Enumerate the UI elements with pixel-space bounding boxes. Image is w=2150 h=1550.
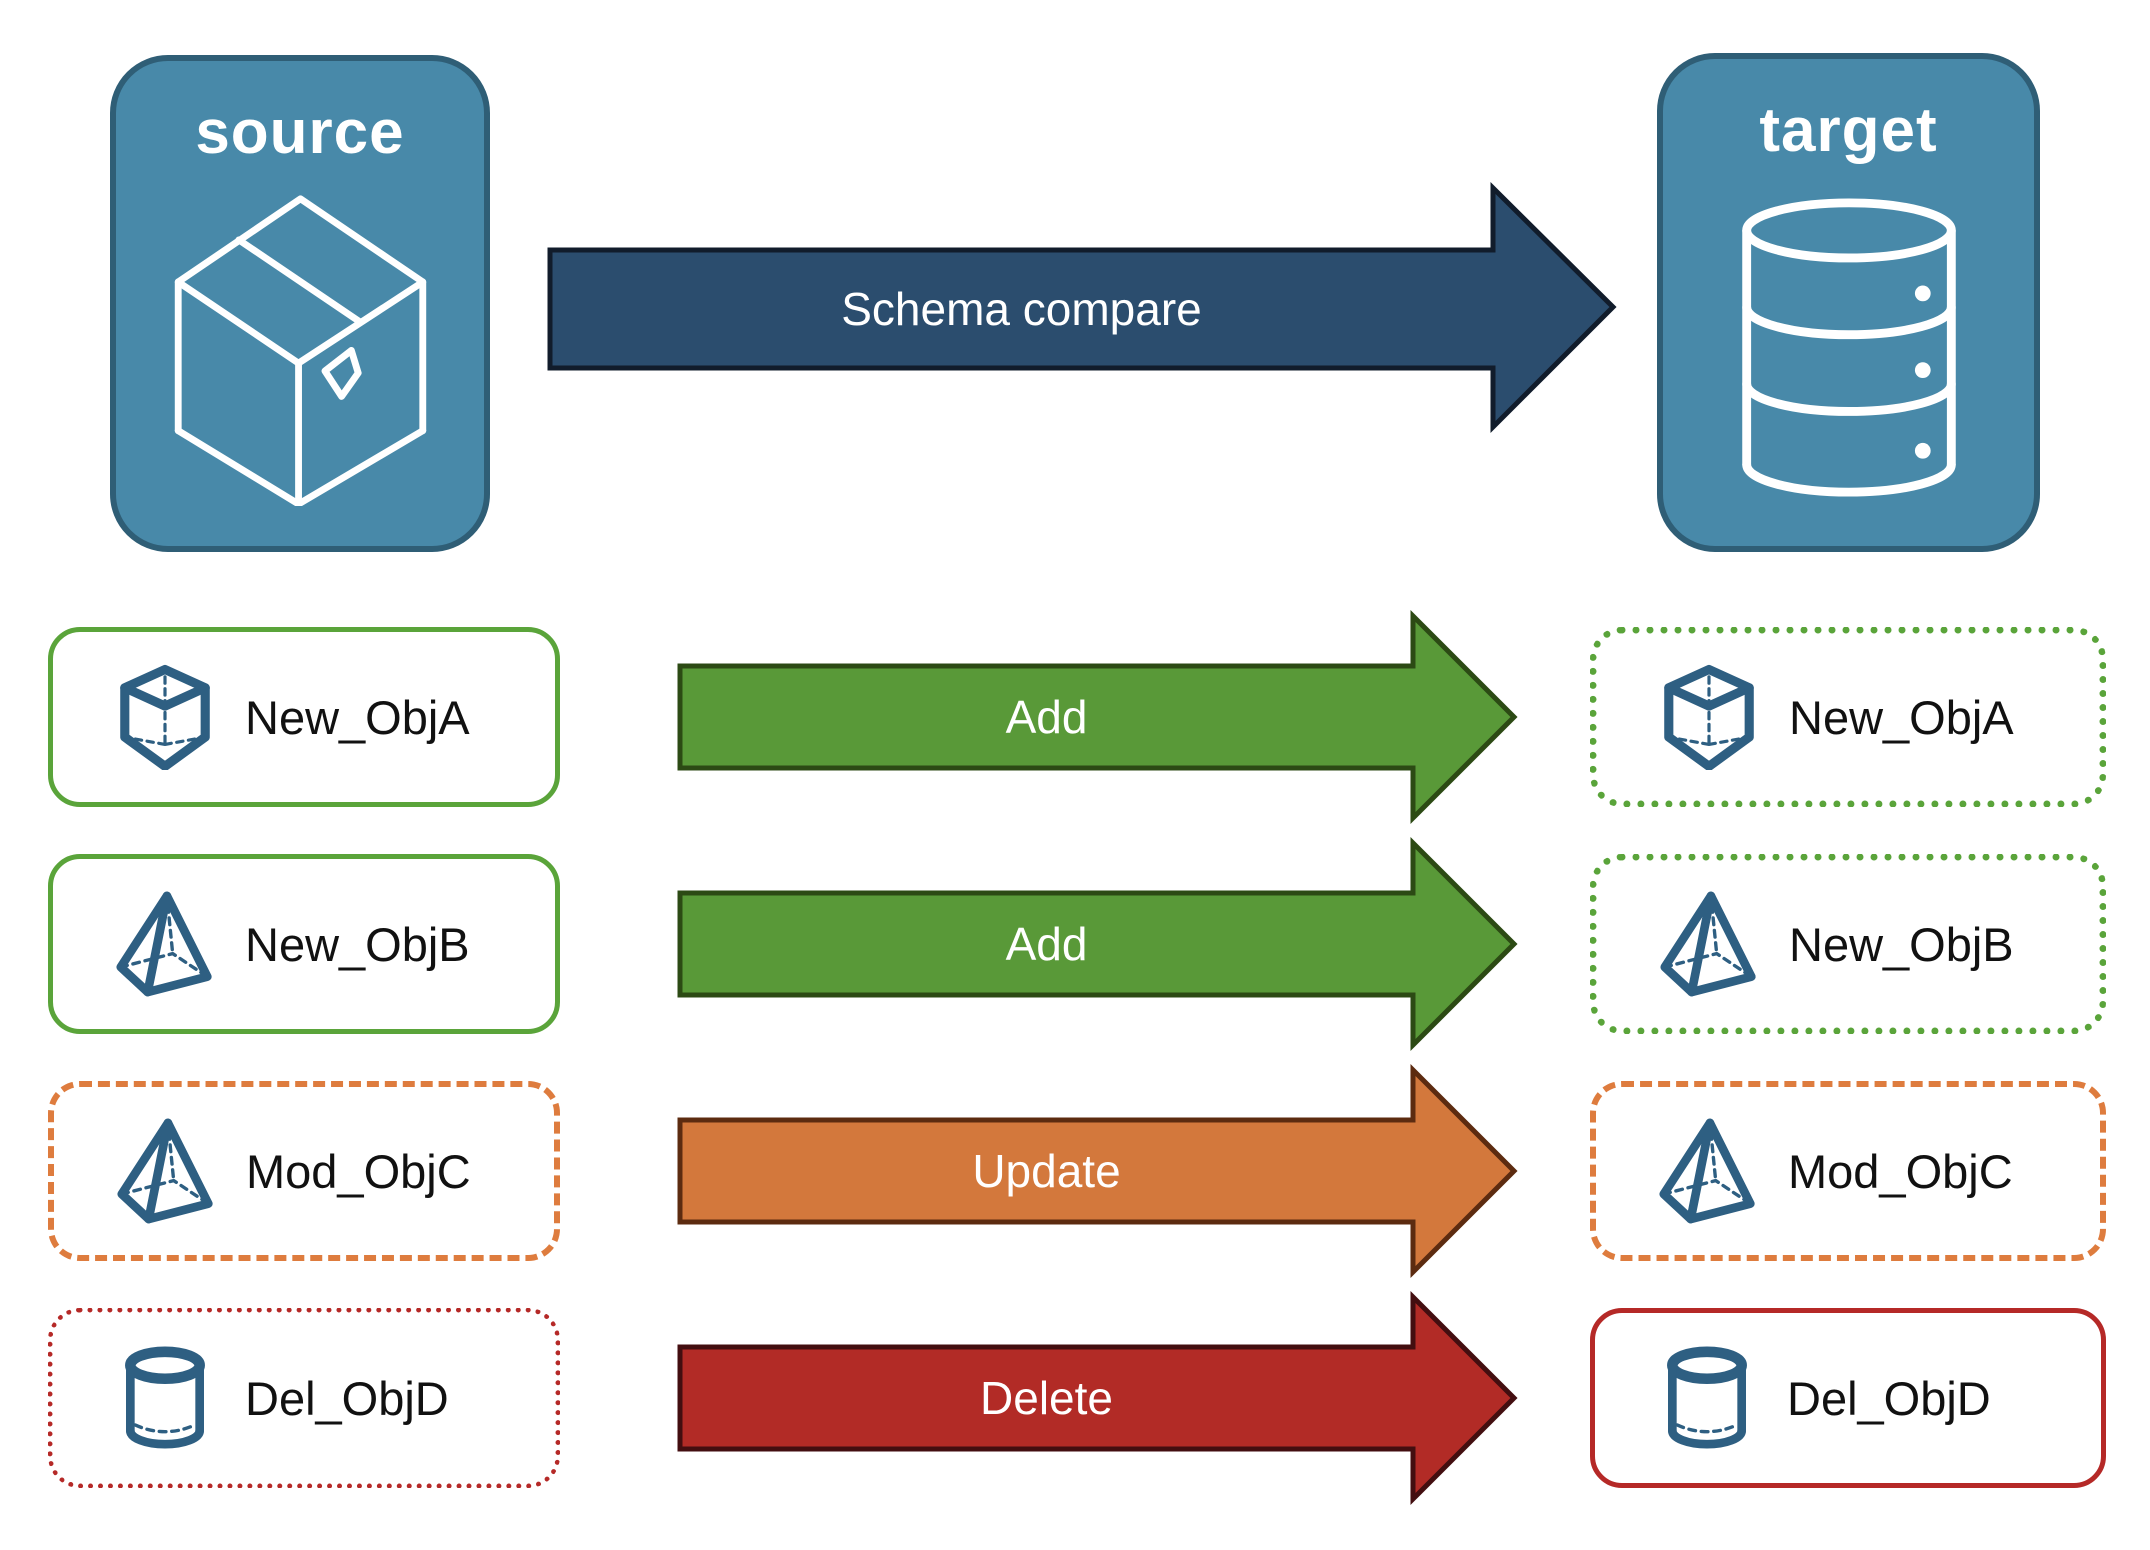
delete-arrow: Delete: [660, 1290, 1540, 1506]
source-title: source: [195, 98, 405, 167]
cylinder-icon: [115, 1346, 215, 1450]
object-label: New_ObjA: [245, 690, 470, 744]
add-arrow-label: Add: [1005, 691, 1088, 743]
object-label: Del_ObjD: [245, 1371, 449, 1425]
cylinder-icon: [1657, 1346, 1757, 1450]
source-object-mod-objc: Mod_ObjC: [48, 1081, 560, 1261]
add-arrow-label: Add: [1005, 918, 1088, 970]
target-object-del-objd: Del_ObjD: [1590, 1308, 2106, 1488]
target-box: target: [1657, 53, 2040, 552]
update-arrow: Update: [660, 1063, 1540, 1279]
source-box: source: [110, 55, 490, 552]
pyramid-icon: [1658, 1117, 1758, 1225]
database-icon: [1734, 166, 1964, 546]
object-label: Mod_ObjC: [1788, 1144, 2013, 1198]
pyramid-icon: [1659, 890, 1759, 998]
pyramid-icon: [115, 890, 215, 998]
object-label: Mod_ObjC: [246, 1144, 471, 1198]
object-label: New_ObjA: [1789, 690, 2014, 744]
object-label: New_ObjB: [245, 917, 470, 971]
add-arrow-row2: Add: [660, 836, 1540, 1052]
schema-compare-arrow: Schema compare: [540, 180, 1630, 436]
update-arrow-label: Update: [972, 1145, 1121, 1197]
package-icon: [168, 168, 433, 546]
source-object-new-objb: New_ObjB: [48, 854, 560, 1034]
pyramid-icon: [116, 1117, 216, 1225]
target-title: target: [1759, 96, 1938, 165]
source-object-new-obja: New_ObjA: [48, 627, 560, 807]
add-arrow-row1: Add: [660, 609, 1540, 825]
target-object-new-obja: New_ObjA: [1590, 627, 2106, 807]
delete-arrow-label: Delete: [980, 1372, 1113, 1424]
object-label: New_ObjB: [1789, 917, 2014, 971]
object-label: Del_ObjD: [1787, 1371, 1991, 1425]
target-object-mod-objc: Mod_ObjC: [1590, 1081, 2106, 1261]
schema-compare-label: Schema compare: [841, 283, 1202, 335]
cube-icon: [115, 664, 215, 770]
cube-icon: [1659, 664, 1759, 770]
source-object-del-objd: Del_ObjD: [48, 1308, 560, 1488]
target-object-new-objb: New_ObjB: [1590, 854, 2106, 1034]
